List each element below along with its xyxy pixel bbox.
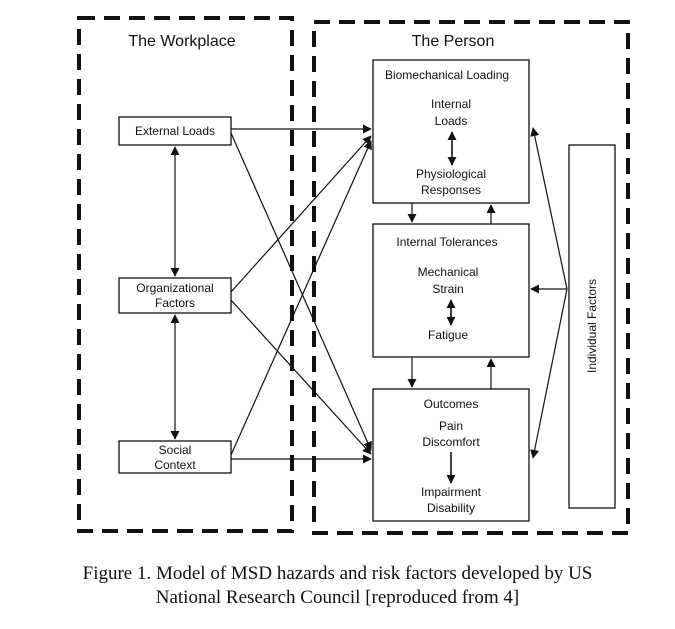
social-context-label-2: Context [154, 458, 196, 472]
person-region [312, 20, 630, 535]
arrow-individual-to-outcomes [530, 288, 568, 459]
internal-loads-label-1: Internal [431, 97, 471, 111]
organizational-factors-label-1: Organizational [136, 281, 213, 295]
organizational-factors-box: Organizational Factors [118, 277, 232, 314]
physiological-responses-label-1: Physiological [416, 167, 486, 181]
arrow-external-to-outcomes [230, 132, 372, 451]
biomechanical-loading-title: Biomechanical Loading [385, 68, 509, 82]
workplace-region [77, 16, 294, 533]
arrow-social-to-biomechanical [230, 140, 372, 456]
workplace-to-person-arrows [230, 124, 372, 464]
organizational-factors-label-2: Factors [155, 296, 195, 310]
impairment-label-1: Impairment [421, 485, 482, 499]
individual-factors-box: Individual Factors [568, 144, 616, 509]
caption-line-1: Figure 1. Model of MSD hazards and risk … [82, 563, 593, 584]
individual-factors-arrows [530, 127, 568, 459]
pain-label-1: Pain [439, 419, 463, 433]
arrow-organizational-to-biomechanical [230, 135, 372, 293]
internal-tolerances-title: Internal Tolerances [396, 235, 497, 249]
external-loads-label: External Loads [135, 124, 215, 138]
internal-loads-label-2: Loads [435, 114, 468, 128]
outcomes-title: Outcomes [424, 397, 479, 411]
pain-label-2: Discomfort [422, 435, 480, 449]
mechanical-strain-label-2: Strain [432, 282, 463, 296]
mechanical-strain-label-1: Mechanical [418, 265, 479, 279]
individual-factors-label: Individual Factors [585, 279, 599, 373]
external-loads-box: External Loads [118, 116, 232, 146]
caption-line-2: National Research Council [reproduced fr… [155, 587, 520, 608]
figure-caption: Figure 1. Model of MSD hazards and risk … [0, 562, 675, 610]
arrow-individual-to-biomechanical [530, 127, 568, 290]
person-title: The Person [412, 33, 495, 50]
impairment-label-2: Disability [427, 501, 475, 515]
arrow-organizational-to-outcomes [230, 299, 372, 455]
workplace-title: The Workplace [128, 33, 235, 50]
fatigue-label: Fatigue [428, 328, 468, 342]
social-context-label-1: Social [159, 443, 192, 457]
internal-tolerances-box: Internal Tolerances Mechanical Strain Fa… [372, 223, 530, 358]
physiological-responses-label-2: Responses [421, 183, 481, 197]
biomechanical-loading-box: Biomechanical Loading Internal Loads Phy… [372, 59, 530, 204]
social-context-box: Social Context [118, 440, 232, 474]
